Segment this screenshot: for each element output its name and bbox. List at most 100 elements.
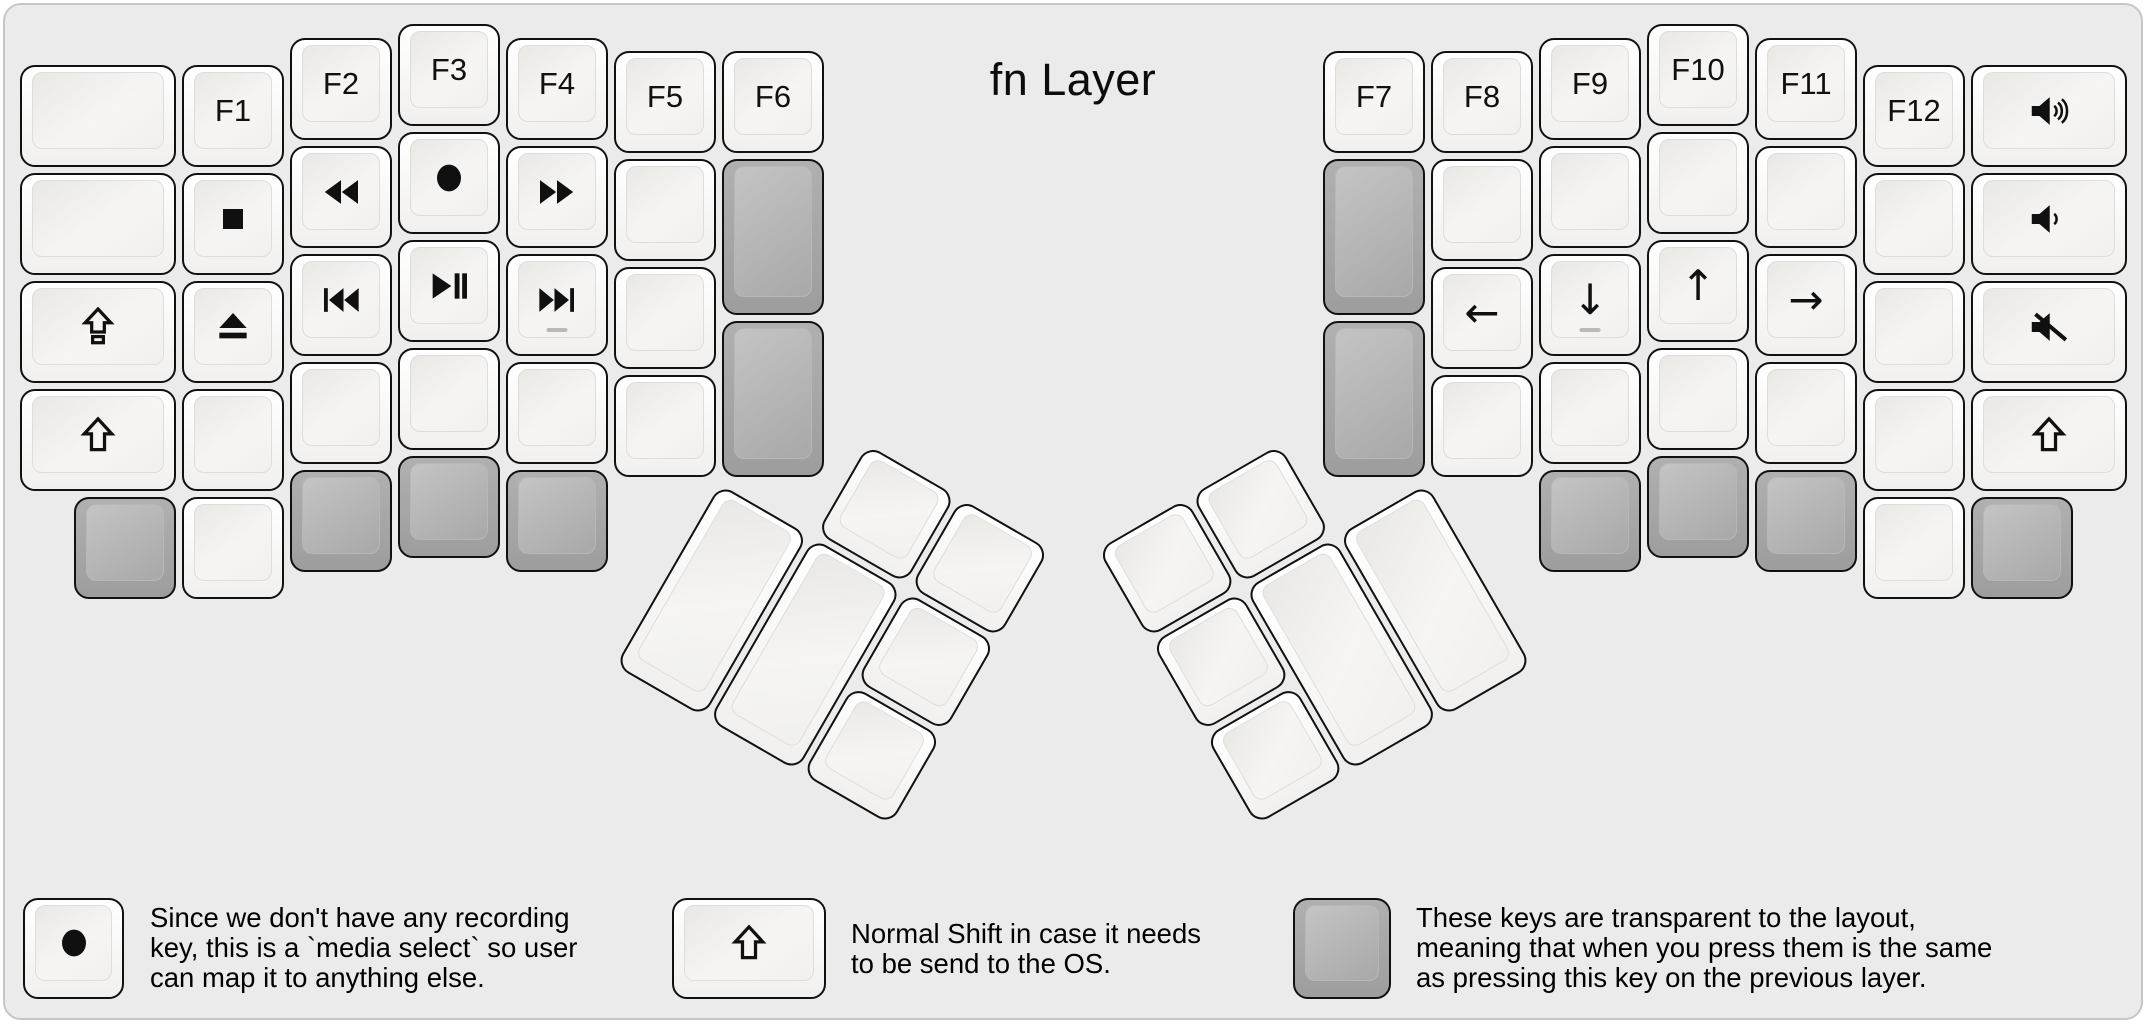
key-f12[interactable]: F12 <box>1863 65 1965 167</box>
key-f3[interactable]: F3 <box>398 24 500 126</box>
keytop: ← <box>1443 274 1521 351</box>
key-rewind[interactable] <box>290 146 392 248</box>
key-blank[interactable] <box>614 375 716 477</box>
keytop <box>1335 166 1413 297</box>
key-blank[interactable] <box>1539 362 1641 464</box>
legend-key-shift <box>672 898 826 999</box>
key-blank[interactable] <box>1863 281 1965 383</box>
volume-down-icon <box>2031 204 2058 233</box>
keytop <box>1875 180 1953 257</box>
key-blank[interactable] <box>614 159 716 261</box>
key-blank[interactable] <box>182 389 284 491</box>
key-f1[interactable]: F1 <box>182 65 284 167</box>
keytop: ↓ <box>1551 261 1629 338</box>
keytop <box>1659 139 1737 216</box>
keytop <box>302 153 380 230</box>
key-transparent[interactable] <box>506 470 608 572</box>
stop-icon <box>223 208 243 229</box>
key-blank[interactable] <box>20 173 176 275</box>
key-fast-forward[interactable] <box>506 146 608 248</box>
key-blank[interactable] <box>1863 389 1965 491</box>
shift-icon <box>80 415 116 451</box>
key-stop[interactable] <box>182 173 284 275</box>
key-volume-mute[interactable] <box>1971 281 2127 383</box>
legend-text-line: meaning that when you press them is the … <box>1416 932 1993 963</box>
key-volume-up[interactable] <box>1971 65 2127 167</box>
key-blank[interactable] <box>1431 375 1533 477</box>
key-f7[interactable]: F7 <box>1323 51 1425 153</box>
key-arrow-left[interactable]: ← <box>1431 267 1533 369</box>
keytop <box>1305 905 1379 981</box>
arrow-down-icon: ↓ <box>1572 274 1608 324</box>
key-transparent[interactable] <box>1323 321 1425 477</box>
legend-text-line: key, this is a `media select` so user <box>150 932 578 963</box>
keytop <box>194 180 272 257</box>
key-caps-lock[interactable] <box>20 281 176 383</box>
key-volume-down[interactable] <box>1971 173 2127 275</box>
key-blank[interactable] <box>1863 497 1965 599</box>
key-blank[interactable] <box>1863 173 1965 275</box>
keytop: F6 <box>734 58 812 135</box>
key-blank[interactable] <box>290 362 392 464</box>
keytop: F7 <box>1335 58 1413 135</box>
key-f2[interactable]: F2 <box>290 38 392 140</box>
keytop: F3 <box>410 31 488 108</box>
key-f9[interactable]: F9 <box>1539 38 1641 140</box>
key-transparent[interactable] <box>722 159 824 315</box>
key-next-track[interactable] <box>506 254 608 356</box>
key-label: F5 <box>646 78 684 114</box>
key-f11[interactable]: F11 <box>1755 38 1857 140</box>
key-prev-track[interactable] <box>290 254 392 356</box>
key-blank[interactable] <box>398 348 500 450</box>
key-blank[interactable] <box>1755 362 1857 464</box>
key-blank[interactable] <box>506 362 608 464</box>
key-transparent[interactable] <box>1323 159 1425 315</box>
key-shift-left[interactable] <box>20 389 176 491</box>
key-blank[interactable] <box>1647 348 1749 450</box>
key-transparent[interactable] <box>290 470 392 572</box>
key-blank[interactable] <box>1539 146 1641 248</box>
key-f4[interactable]: F4 <box>506 38 608 140</box>
key-eject[interactable] <box>182 281 284 383</box>
keytop: F1 <box>194 72 272 149</box>
key-blank[interactable] <box>1647 132 1749 234</box>
eject-icon <box>219 312 247 338</box>
key-play-pause[interactable] <box>398 240 500 342</box>
key-label: F6 <box>754 78 792 114</box>
key-arrow-up[interactable]: ↑ <box>1647 240 1749 342</box>
legend-text: These keys are transparent to the layout… <box>1416 903 1992 993</box>
keytop <box>410 139 488 216</box>
key-f6[interactable]: F6 <box>722 51 824 153</box>
key-arrow-right[interactable]: → <box>1755 254 1857 356</box>
key-f8[interactable]: F8 <box>1431 51 1533 153</box>
keytop <box>734 328 812 459</box>
keytop <box>626 274 704 351</box>
key-arrow-down[interactable]: ↓ <box>1539 254 1641 356</box>
key-transparent[interactable] <box>1539 470 1641 572</box>
key-f10[interactable]: F10 <box>1647 24 1749 126</box>
key-record[interactable] <box>398 132 500 234</box>
key-transparent[interactable] <box>74 497 176 599</box>
key-f5[interactable]: F5 <box>614 51 716 153</box>
key-blank[interactable] <box>1431 159 1533 261</box>
key-transparent[interactable] <box>722 321 824 477</box>
key-transparent[interactable] <box>1755 470 1857 572</box>
key-shift-right[interactable] <box>1971 389 2127 491</box>
key-label: F2 <box>322 65 360 101</box>
key-transparent[interactable] <box>398 456 500 558</box>
keytop <box>410 247 488 324</box>
keytop <box>1983 504 2061 581</box>
key-blank[interactable] <box>182 497 284 599</box>
key-blank[interactable] <box>20 65 176 167</box>
record-icon <box>437 164 461 191</box>
arrow-up-icon: ↑ <box>1680 260 1716 310</box>
key-transparent[interactable] <box>1971 497 2073 599</box>
keytop <box>1659 463 1737 540</box>
keytop <box>1767 477 1845 554</box>
keytop <box>1875 504 1953 581</box>
key-blank[interactable] <box>614 267 716 369</box>
shift-icon <box>2031 415 2067 451</box>
key-blank[interactable] <box>1755 146 1857 248</box>
caps-lock-icon <box>81 306 115 344</box>
key-transparent[interactable] <box>1647 456 1749 558</box>
